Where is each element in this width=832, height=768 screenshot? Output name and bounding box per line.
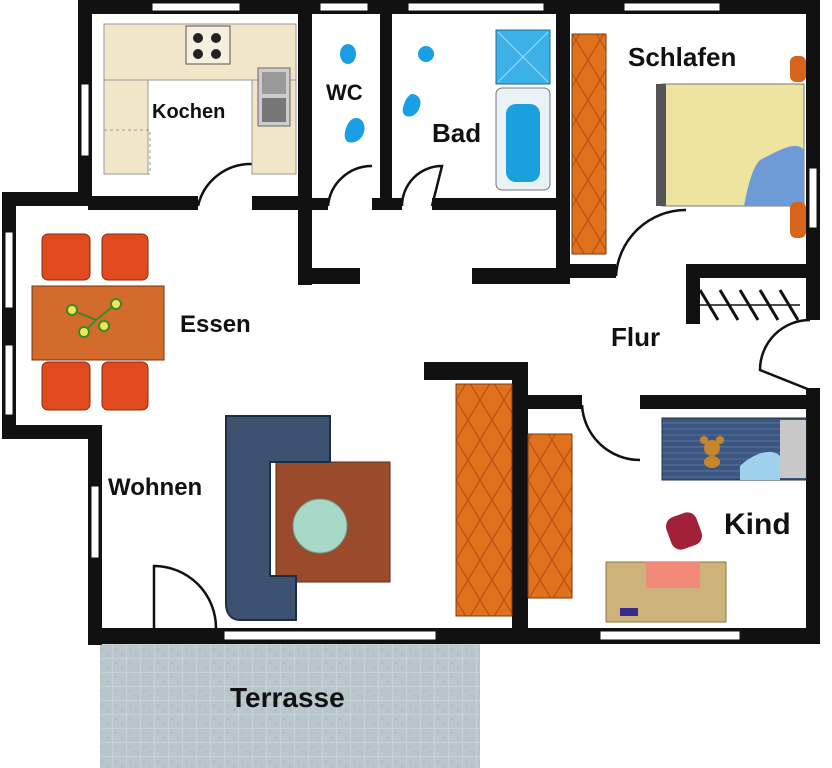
stove-icon <box>185 25 231 65</box>
floor <box>12 10 812 628</box>
dining-table-icon <box>31 233 165 411</box>
room-label-kochen: Kochen <box>152 101 226 123</box>
terrace <box>100 640 480 768</box>
room-label-essen: Essen <box>180 311 251 338</box>
room-label-terrasse: Terrasse <box>230 682 345 713</box>
desk-icon <box>605 561 727 623</box>
teddy-bear-icon <box>700 436 724 468</box>
room-label-wc: WC <box>326 80 363 105</box>
toilet-icon <box>402 94 421 117</box>
bed-icon <box>656 56 806 238</box>
chair-icon <box>665 512 703 550</box>
sink-icon <box>257 67 291 127</box>
sofa-icon <box>225 415 391 621</box>
room-label-bad: Bad <box>432 118 482 148</box>
room-label-wohnen: Wohnen <box>108 474 203 501</box>
doors <box>152 162 811 629</box>
room-label-schlafen: Schlafen <box>628 42 737 72</box>
toilet-icon <box>340 44 365 143</box>
room-label-flur: Flur <box>611 322 661 352</box>
kids-bed <box>661 417 807 481</box>
flowers-icon <box>66 298 122 338</box>
sink-icon <box>418 46 434 62</box>
bathtub-icon <box>495 87 551 191</box>
windows <box>4 2 818 641</box>
bath-fixtures <box>402 29 551 191</box>
kitchen-furniture <box>103 23 297 175</box>
shower-icon <box>495 29 551 85</box>
coffee-table <box>292 498 348 554</box>
wardrobes <box>455 33 800 617</box>
room-label-kind: Kind <box>724 508 791 541</box>
